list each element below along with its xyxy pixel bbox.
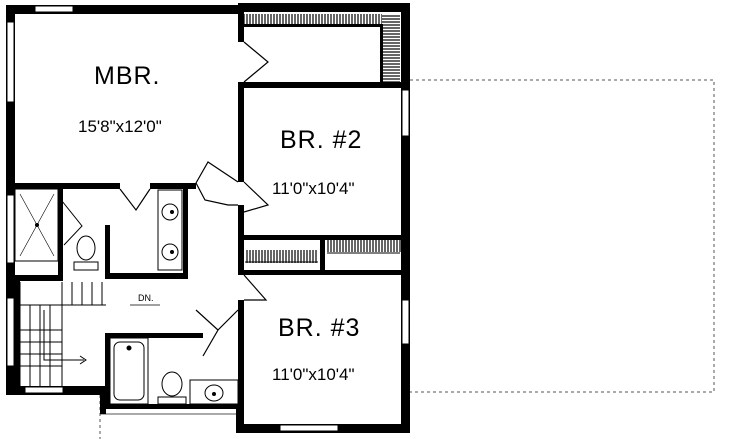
closet-middle	[245, 240, 401, 263]
stairs	[19, 282, 160, 386]
room-dims-mbr: 15'8"x12'0"	[78, 117, 162, 136]
room-name-br2: BR. #2	[280, 126, 362, 154]
doors	[119, 41, 270, 357]
vanity-upper	[157, 189, 183, 271]
toilet-lower	[157, 371, 187, 405]
toilet-upper	[73, 235, 99, 271]
garage-roof-outline	[410, 79, 715, 393]
interior-walls	[15, 12, 403, 428]
room-name-br3: BR. #3	[278, 314, 360, 342]
stairs-label: DN.	[138, 293, 154, 303]
bathtub	[109, 337, 149, 405]
vanity-lower	[189, 379, 239, 405]
windows	[6, 5, 410, 432]
shower	[14, 188, 83, 262]
room-name-mbr: MBR.	[94, 62, 161, 90]
room-dims-br2: 11'0"x10'4"	[272, 179, 355, 198]
room-dims-br3: 11'0"x10'4"	[272, 365, 355, 384]
closet-top	[244, 14, 400, 84]
